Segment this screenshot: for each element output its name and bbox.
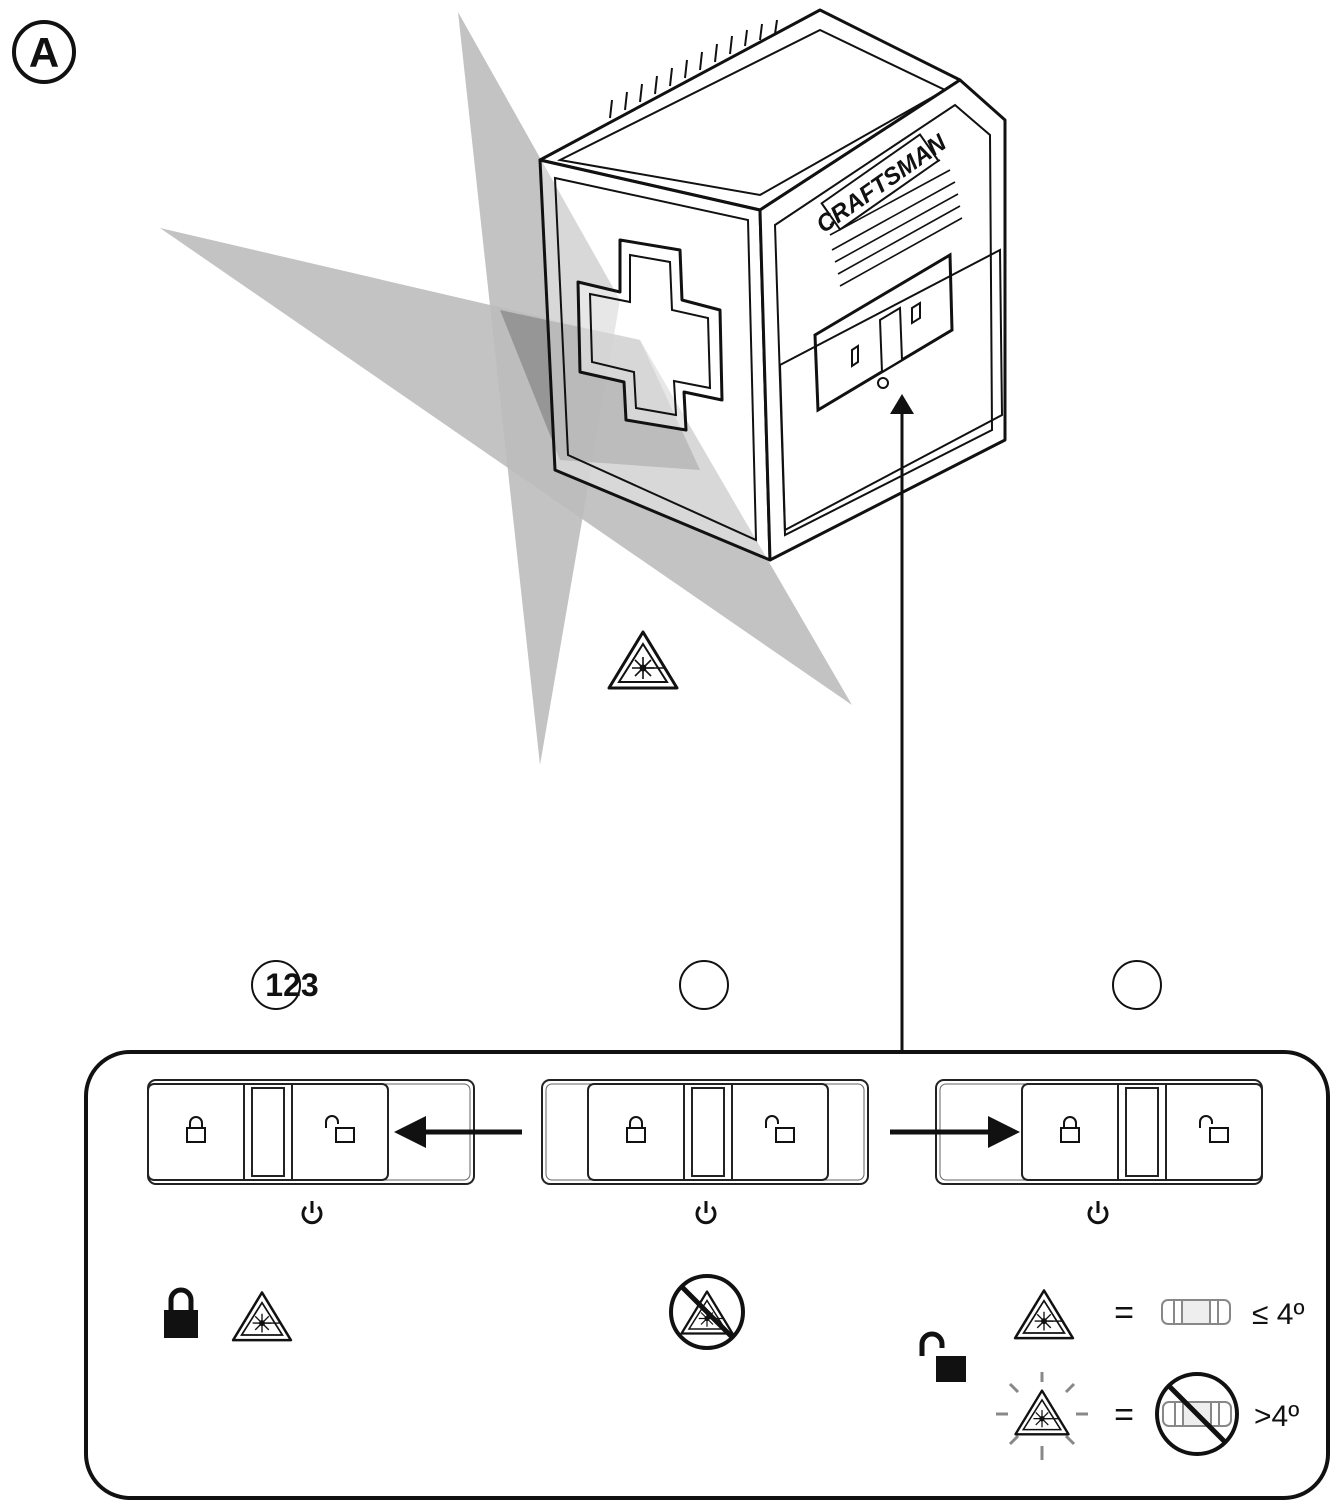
power-icon [301, 1199, 323, 1225]
arrow-left-icon [394, 1116, 522, 1148]
lock-icon [164, 1287, 198, 1338]
power-icon [1087, 1199, 1109, 1225]
laser-level-device: CRAFTSMAN [538, 8, 1007, 562]
power-icon [695, 1199, 717, 1225]
switch-position-2 [541, 1079, 869, 1185]
flashing-laser-icon [996, 1372, 1088, 1460]
laser-off-icon [669, 1274, 745, 1350]
position-marker-1 [251, 960, 301, 1010]
pointer-arrow [890, 394, 914, 1052]
position-marker-2 [679, 960, 729, 1010]
unlock-icon [919, 1331, 966, 1382]
position-markers: 123 [251, 960, 1162, 1010]
laser-warning-icon [231, 1291, 293, 1342]
legend-equals-2: = [1114, 1396, 1134, 1434]
range-within-label: ≤ 4º [1252, 1298, 1304, 1331]
horizontal-laser-beam [160, 228, 852, 705]
not-allowed-vial-icon [1155, 1372, 1239, 1456]
figure-label-text: A [29, 29, 59, 76]
laser-warning-icon [607, 630, 679, 690]
top-grip-ridges [609, 19, 778, 119]
legend-equals-1: = [1114, 1294, 1134, 1332]
position-marker-1-number: 123 [265, 967, 318, 1003]
switch-positions-panel [84, 1050, 1330, 1500]
arrow-right-icon [890, 1116, 1020, 1148]
laser-warning-icon [1013, 1289, 1075, 1340]
figure-label: A [12, 20, 76, 84]
position-marker-3 [1112, 960, 1162, 1010]
range-exceeded-label: >4º [1254, 1400, 1299, 1433]
bubble-vial-icon [1161, 1299, 1231, 1325]
